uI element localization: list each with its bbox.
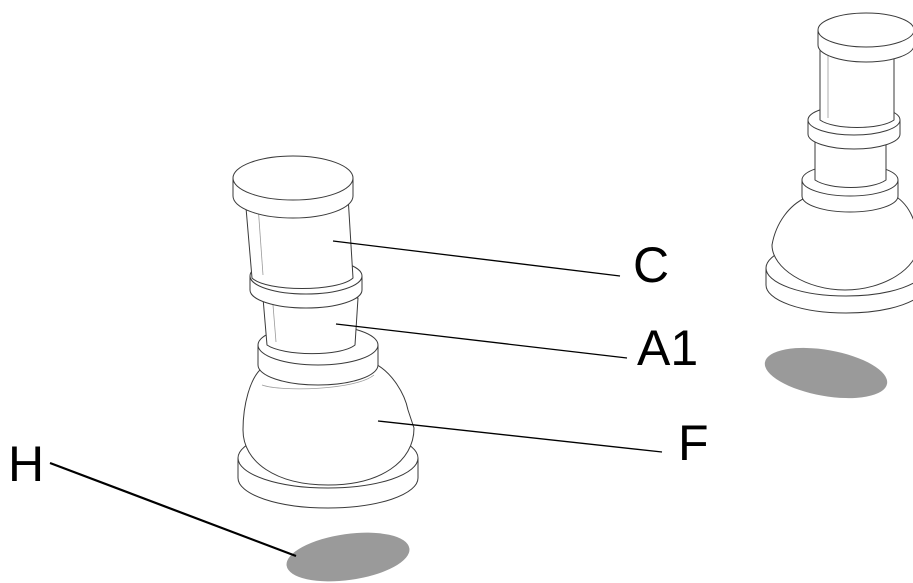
front-bell-body <box>242 361 415 486</box>
back-lower-column <box>814 139 887 188</box>
leader-line-a1 <box>335 323 628 359</box>
front-piece-shadow <box>286 532 410 582</box>
back-piece-shadow <box>764 347 888 399</box>
label-f: F <box>678 415 709 471</box>
label-a1: A1 <box>637 320 698 376</box>
front-lower-column <box>262 297 359 355</box>
back-bell-body <box>771 195 913 291</box>
label-h: H <box>8 436 44 492</box>
leader-line-f <box>377 420 663 453</box>
front-piece <box>232 155 419 509</box>
front-upper-column <box>244 195 354 289</box>
leader-line-h <box>49 461 297 558</box>
back-upper-column <box>819 44 895 128</box>
back-piece <box>765 12 913 314</box>
leader-line-c <box>332 240 621 277</box>
label-c: C <box>633 237 669 293</box>
